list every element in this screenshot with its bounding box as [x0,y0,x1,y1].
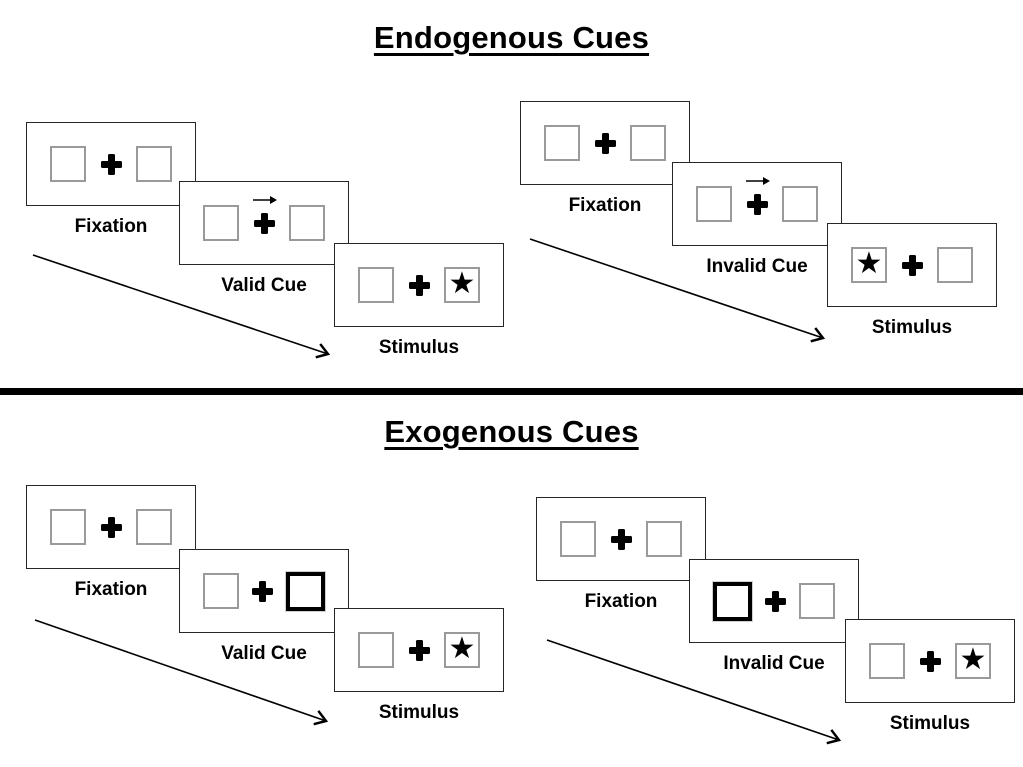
right-arrow-cue-icon [746,177,770,185]
stimulus-screen: ★ [334,243,504,327]
fixation-cross [918,649,942,673]
endogenous-invalid-cue-panel: Invalid Cue [672,162,842,277]
cue-screen [689,559,859,643]
right-placeholder-box [937,247,973,283]
stimulus-screen: ★ [334,608,504,692]
fixation-cross-icon [408,274,430,296]
panel-label: Valid Cue [221,275,307,296]
section-title-exogenous: Exogenous Cues [384,414,639,449]
star-stimulus-box: ★ [444,267,480,303]
stimulus-screen: ★ [845,619,1015,703]
left-placeholder-box [358,632,394,668]
left-placeholder-box [869,643,905,679]
right-placeholder-box [136,509,172,545]
star-icon: ★ [448,267,476,300]
endogenous-invalid-stimulus-panel: ★ Stimulus [827,223,997,338]
left-placeholder-box [696,186,732,222]
fixation-cross-icon [746,193,768,215]
exogenous-valid-fixation-panel: Fixation [26,485,196,600]
fixation-cross [609,527,633,551]
fixation-cross-icon [100,153,122,175]
right-placeholder-box [630,125,666,161]
left-placeholder-box [544,125,580,161]
fixation-screen [520,101,690,185]
left-placeholder-box [560,521,596,557]
fixation-cross [407,638,431,662]
right-arrow-cue-icon [253,196,277,204]
fixation-cross-icon [901,254,923,276]
endogenous-invalid-fixation-panel: Fixation [520,101,690,216]
panel-label: Invalid Cue [706,256,808,277]
fixation-cross [593,131,617,155]
fixation-cross-icon [594,132,616,154]
endogenous-valid-cue-panel: Valid Cue [179,181,349,296]
exogenous-valid-cue-panel: Valid Cue [179,549,349,664]
fixation-cross-icon [408,639,430,661]
timeline-arrow-exogenous-valid [34,619,329,726]
fixation-cross [900,253,924,277]
fixation-cross-icon [100,516,122,538]
fixation-cross-icon [610,528,632,550]
fixation-cross-icon [252,580,273,602]
panel-label: Stimulus [378,337,460,358]
timeline-arrow-endogenous-valid [32,254,331,359]
star-stimulus-box: ★ [955,643,991,679]
cue-screen [672,162,842,246]
exogenous-invalid-fixation-panel: Fixation [536,497,706,612]
star-stimulus-box: ★ [444,632,480,668]
fixation-cross [745,177,770,216]
right-placeholder-box [289,205,325,241]
fixation-cross-icon [919,650,941,672]
panel-label: Stimulus [871,317,953,338]
panel-label: Fixation [568,195,642,216]
timeline-arrow-endogenous-invalid [529,238,826,343]
panel-label: Invalid Cue [723,653,825,674]
exogenous-invalid-stimulus-panel: ★ Stimulus [845,619,1015,734]
cue-screen [179,181,349,265]
panel-label: Fixation [584,591,658,612]
section-title-endogenous: Endogenous Cues [373,20,650,55]
star-icon: ★ [959,643,987,676]
highlighted-cue-box [713,581,752,621]
cue-screen [179,549,349,633]
exogenous-invalid-cue-panel: Invalid Cue [689,559,859,674]
fixation-cross [251,579,275,603]
fixation-cross-icon [253,212,275,234]
right-placeholder-box [136,146,172,182]
panel-label: Stimulus [378,702,460,723]
right-placeholder-box [799,583,835,619]
fixation-cross [99,152,123,176]
left-placeholder-box [50,146,86,182]
endogenous-valid-fixation-panel: Fixation [26,122,196,237]
panel-label: Fixation [74,579,148,600]
stimulus-screen: ★ [827,223,997,307]
left-placeholder-box [358,267,394,303]
exogenous-valid-stimulus-panel: ★ Stimulus [334,608,504,723]
right-placeholder-box [782,186,818,222]
fixation-cross [764,589,788,613]
left-placeholder-box [203,205,239,241]
fixation-cross [99,515,123,539]
fixation-screen [26,485,196,569]
star-icon: ★ [448,632,476,665]
fixation-screen [536,497,706,581]
panel-label: Fixation [74,216,148,237]
left-placeholder-box [203,573,239,609]
section-divider [0,388,1023,395]
endogenous-valid-stimulus-panel: ★ Stimulus [334,243,504,358]
panel-label: Stimulus [889,713,971,734]
highlighted-cue-box [286,571,325,611]
fixation-screen [26,122,196,206]
right-placeholder-box [646,521,682,557]
left-placeholder-box [50,509,86,545]
fixation-cross-icon [765,590,786,612]
star-stimulus-box: ★ [851,247,887,283]
panel-label: Valid Cue [221,643,307,664]
fixation-cross [252,196,277,235]
star-icon: ★ [855,247,883,280]
fixation-cross [407,273,431,297]
